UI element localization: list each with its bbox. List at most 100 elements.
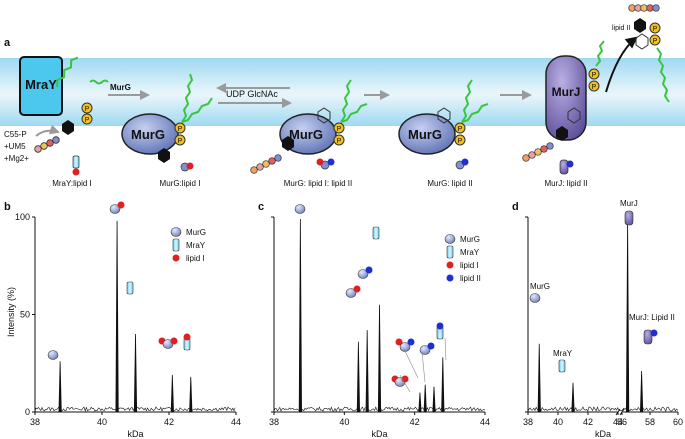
murj-lipid2-label: MurJ: lipid II — [544, 179, 587, 188]
x-tick-label: 38 — [523, 417, 533, 427]
mray-glyph — [446, 245, 454, 259]
y-tick-label: 50 — [20, 310, 30, 320]
peak — [639, 371, 644, 413]
murj-protein-label: MurJ — [552, 85, 581, 99]
x-tick-label: 40 — [97, 417, 107, 427]
mray-glyph — [372, 226, 380, 240]
murg-glyph — [47, 350, 59, 360]
lipid2-glyph — [436, 322, 444, 330]
phosphate-symbol: P — [85, 117, 90, 124]
lipid2-out-label: lipid II — [612, 25, 630, 32]
mray-lipid1-label: MraY:lipid I — [52, 179, 92, 188]
x-tick-label: 44 — [613, 417, 623, 427]
panel-b-label: b — [4, 201, 11, 213]
lipid1-glyph — [183, 333, 191, 341]
legend-entry: MraY — [460, 248, 480, 257]
phosphate-symbol: P — [337, 138, 342, 145]
phosphate-symbol: P — [178, 126, 183, 133]
x-tick-label: 38 — [269, 417, 279, 427]
x-tick-label: 42 — [164, 417, 174, 427]
peak — [189, 376, 193, 413]
murg-glyph — [357, 269, 369, 279]
peak-label: MraY — [553, 349, 573, 358]
phosphate-symbol: P — [178, 138, 183, 145]
x-tick-label: 40 — [553, 417, 563, 427]
peak — [133, 333, 138, 413]
arrow-label-udp: UDP GlcNAc — [226, 89, 278, 99]
murg-glyph — [294, 204, 306, 214]
mray-glyph — [172, 238, 180, 252]
lipid2-glyph — [650, 329, 658, 337]
peak-label: MurG — [530, 282, 550, 291]
peak — [441, 357, 445, 413]
substrate-text: C55-P +UM5 +Mg2+ — [4, 124, 60, 163]
phosphate-symbol: P — [653, 38, 658, 45]
panel-c-label: c — [258, 201, 264, 213]
murg-glyph — [529, 293, 541, 303]
murg-lipid2-complex: MurG P P — [398, 79, 489, 170]
peak — [356, 341, 361, 413]
lipid-chain-1: P P — [34, 56, 109, 153]
lipid1-glyph — [170, 337, 178, 345]
murg-both-complex: MurG P P — [250, 79, 368, 174]
peak — [365, 330, 369, 413]
lipid2-outside: P P lipid II — [612, 4, 670, 103]
murj-glyph — [624, 210, 634, 226]
legend-entry: lipid I — [186, 254, 205, 263]
lipid1-glyph — [117, 201, 125, 209]
lipid1-glyph — [172, 254, 180, 262]
mray-glyph — [558, 359, 566, 373]
lipid2-glyph — [446, 274, 454, 282]
phosphate-symbol: P — [592, 84, 597, 91]
x-axis-label: kDa — [127, 429, 143, 439]
peak — [537, 343, 541, 413]
phosphate-symbol: P — [592, 72, 597, 79]
phosphate-symbol: P — [458, 138, 463, 145]
x-tick-label: 38 — [30, 417, 40, 427]
panel-a: a MraY P P C55-P +UM5 +M — [0, 4, 685, 188]
arrow-label-murg: MurG — [110, 83, 131, 92]
leader-line — [399, 374, 411, 393]
peak — [298, 218, 302, 413]
murg-glyph — [419, 345, 431, 355]
substrate-c55p: C55-P — [4, 130, 27, 139]
x-tick-label: 58 — [645, 417, 655, 427]
murj-complex: MurJ P P — [522, 40, 605, 175]
x-tick-label: 42 — [410, 417, 420, 427]
x-tick-label: 42 — [583, 417, 593, 427]
x-tick-label: 40 — [339, 417, 349, 427]
murg-glyph — [345, 288, 357, 298]
lipid1-glyph — [353, 285, 361, 293]
lipid1-glyph — [446, 261, 454, 269]
phosphate-symbol: P — [458, 126, 463, 133]
murg-glyph — [109, 204, 121, 214]
peak — [115, 220, 119, 413]
murg-lipid1-complex: MurG P P — [121, 73, 213, 172]
lipid2-glyph — [407, 338, 415, 346]
mray-protein-label: MraY — [25, 77, 57, 92]
murg-protein-label-1: MurG — [131, 127, 165, 142]
peak — [58, 361, 62, 413]
panel-d-label: d — [512, 201, 519, 213]
murg-protein-label-3: MurG — [408, 127, 442, 142]
leader-line — [403, 348, 419, 379]
peak — [432, 386, 436, 413]
peak — [423, 384, 427, 413]
substrate-mg: +Mg2+ — [4, 154, 29, 163]
x-axis-label: kDa — [371, 429, 387, 439]
mray-lipid1-glyph — [72, 155, 80, 176]
phosphate-symbol: P — [337, 126, 342, 133]
axis-break-gap — [618, 409, 623, 415]
phosphate-symbol: P — [653, 26, 658, 33]
peak — [170, 374, 174, 413]
flip-arrow — [605, 36, 638, 93]
murg-glyph — [444, 234, 456, 244]
phosphate-symbol: P — [85, 106, 90, 113]
leader-line — [421, 351, 426, 383]
x-axis-label: kDa — [595, 429, 611, 439]
legend-entry: MurG — [460, 235, 480, 244]
